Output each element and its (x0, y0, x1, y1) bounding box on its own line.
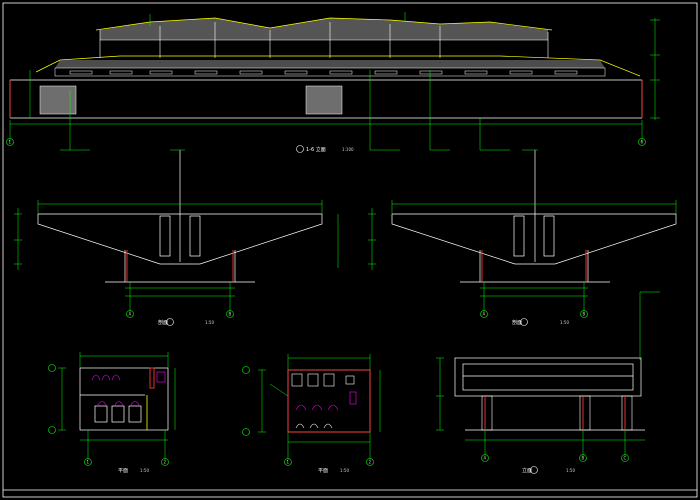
elevation-title: 1-6 立面 (306, 146, 326, 153)
detail-axis-b: B (582, 456, 585, 461)
section-right-view: A B 剖面 1:50 (368, 149, 677, 326)
upper-roof-shading (100, 18, 548, 40)
plan-middle-scale: 1:50 (340, 468, 349, 473)
section-left-axis-b: B (229, 312, 232, 317)
plan-middle-view: 1 2 平面 1:50 (242, 354, 381, 474)
plan-middle-axis-2: 2 (369, 460, 372, 465)
plan-left-title: 平面 (118, 468, 128, 474)
elevation-booths (40, 86, 342, 114)
section-left-axis-a: A (129, 312, 132, 317)
elevation-scale: 1:100 (342, 147, 354, 152)
section-right-scale: 1:50 (560, 320, 569, 325)
section-left-view: A B 剖面 1:50 (14, 149, 339, 326)
detail-axis-a: A (484, 456, 487, 461)
lower-roof-shading (55, 60, 605, 68)
plan-left-view: 1 2 平面 1:50 (48, 352, 176, 474)
plan-middle-axis-1: 1 (287, 460, 290, 465)
detail-axis-c: C (624, 456, 627, 461)
elevation-view: 1 6 1-6 立面 1:100 (6, 12, 660, 153)
elevation-columns (9, 80, 643, 118)
detail-title: 立面 (522, 467, 532, 474)
plan-middle-fixtures (295, 391, 357, 411)
detail-view: A B C 立面 1:50 (436, 291, 660, 474)
plan-left-scale: 1:50 (140, 468, 149, 473)
section-right-title: 剖面 (512, 319, 522, 326)
plan-middle-title: 平面 (318, 468, 328, 474)
elevation-axis-left: 1 (9, 140, 12, 145)
upper-roof-line (95, 17, 553, 31)
detail-scale: 1:50 (566, 468, 575, 473)
plan-left-fixtures (91, 371, 166, 406)
section-right-axis-a: A (483, 312, 486, 317)
section-left-title: 剖面 (158, 319, 168, 326)
elevation-axis-right: 6 (641, 140, 644, 145)
plan-left-axis-2: 2 (164, 460, 167, 465)
plan-left-axis-1: 1 (87, 460, 90, 465)
section-left-scale: 1:50 (205, 320, 214, 325)
section-right-axis-b: B (583, 312, 586, 317)
